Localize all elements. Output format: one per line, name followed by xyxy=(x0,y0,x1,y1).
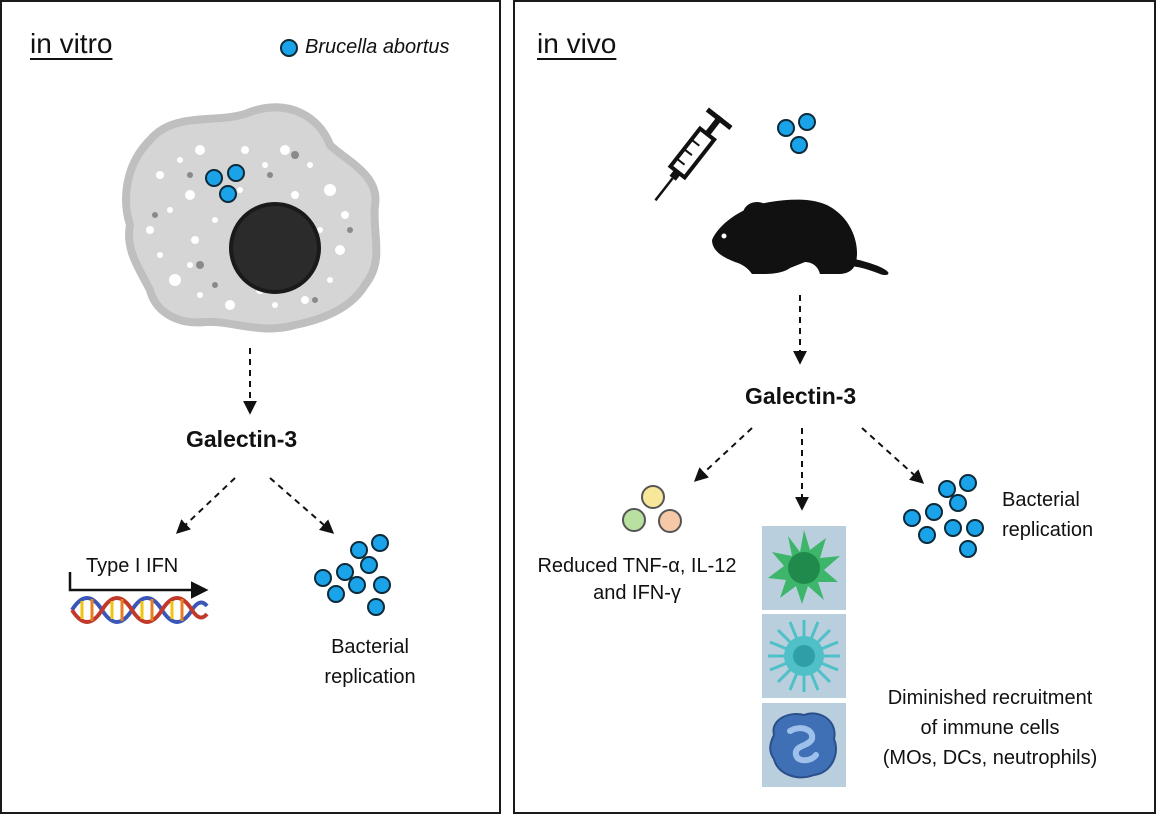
immune-line3: (MOs, DCs, neutrophils) xyxy=(882,747,1098,769)
dna-helix-icon xyxy=(70,596,209,624)
injected-bacteria-icon xyxy=(777,113,816,154)
bacteria-cluster-right-icon xyxy=(903,474,984,558)
in-vitro-heading: in vitro xyxy=(30,28,113,59)
immune-recruitment-label: Diminished recruitment of immune cells (… xyxy=(860,683,1120,773)
bacterial-line1-left: Bacterial xyxy=(331,636,409,658)
arrow-galectin-to-cytokines xyxy=(693,427,753,482)
mouse-icon xyxy=(712,199,889,276)
type-i-ifn-label: Type I IFN xyxy=(86,555,179,577)
bacteria-cluster-left-icon xyxy=(314,534,391,616)
legend-label: Brucella abortus xyxy=(305,36,450,58)
immune-cell-neutrophil-icon xyxy=(762,703,846,787)
macrophage-cell-icon xyxy=(122,103,381,333)
transcription-arrow-icon xyxy=(68,572,209,599)
galectin-label-left: Galectin-3 xyxy=(186,426,298,452)
immune-cell-monocyte-icon xyxy=(762,526,846,610)
bacterial-line1-right: Bacterial xyxy=(1002,489,1080,511)
immune-cell-dendritic-icon xyxy=(762,614,846,698)
immune-line1: Diminished recruitment xyxy=(887,687,1093,709)
bacterial-replication-label-left: Bacterial replication xyxy=(300,632,440,692)
arrow-galectin-to-replication-left xyxy=(269,477,335,534)
galectin-label-right: Galectin-3 xyxy=(745,383,857,409)
intracellular-bacteria-icon xyxy=(205,164,245,203)
cytokine-line1: Reduced TNF-α, IL-12 xyxy=(537,555,737,577)
cytokine-label: Reduced TNF-α, IL-12 and IFN-γ xyxy=(522,553,752,607)
cytokine-line2: and IFN-γ xyxy=(593,582,681,604)
bacterial-line2-right: replication xyxy=(1002,519,1094,541)
immune-line2: of immune cells xyxy=(920,717,1060,739)
cytokines-icon xyxy=(622,485,682,533)
in-vivo-heading: in vivo xyxy=(537,28,617,59)
bacterial-line2-left: replication xyxy=(324,666,416,688)
legend-bacterium-icon xyxy=(280,39,298,57)
nucleus xyxy=(229,202,321,294)
syringe-icon xyxy=(654,107,733,202)
arrow-galectin-to-replication-right xyxy=(861,427,925,484)
arrow-galectin-to-ifn xyxy=(175,477,236,534)
bacterial-replication-label-right: Bacterial replication xyxy=(1002,485,1093,545)
